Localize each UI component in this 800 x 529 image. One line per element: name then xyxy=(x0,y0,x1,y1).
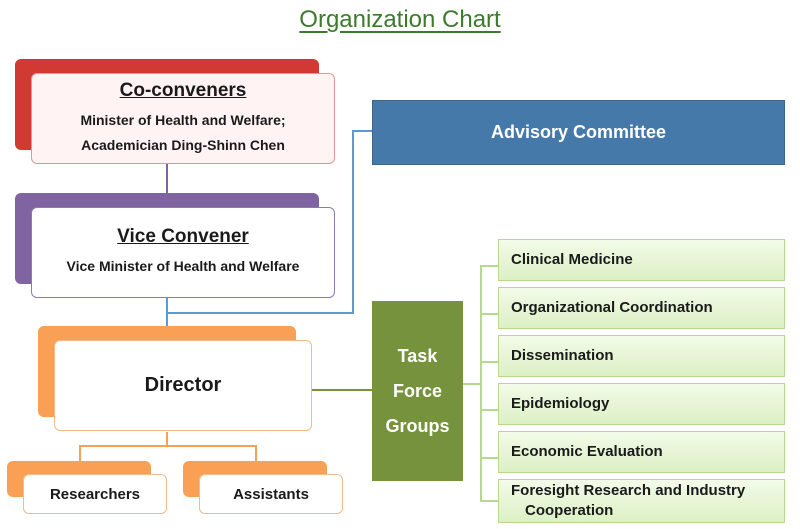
connector-groups-spine xyxy=(480,265,482,500)
co-conveners-box: Co-conveners Minister of Health and Welf… xyxy=(31,73,335,164)
connector-group-1 xyxy=(480,265,498,267)
vice-convener-line-1: Vice Minister of Health and Welfare xyxy=(66,258,300,274)
connector-group-4 xyxy=(480,409,498,411)
connector-group-5 xyxy=(480,457,498,459)
group-foresight-research: Foresight Research and Industry Cooperat… xyxy=(498,479,785,523)
advisory-committee-label: Advisory Committee xyxy=(490,122,667,142)
group-label: Organizational Coordination xyxy=(511,299,713,316)
connector-advisory-v xyxy=(352,130,354,314)
connector-director-down xyxy=(166,432,168,446)
connector-vice-director xyxy=(166,298,168,342)
connector-advisory-h-top xyxy=(352,130,372,132)
task-force-groups-box: Task Force Groups xyxy=(372,301,463,481)
assistants-box: Assistants xyxy=(199,474,343,514)
connector-coconveners-vice xyxy=(166,163,168,209)
connector-director-task xyxy=(312,389,372,391)
task-force-line-3: Groups xyxy=(385,415,450,436)
researchers-label: Researchers xyxy=(49,485,141,503)
connector-group-2 xyxy=(480,313,498,315)
task-force-line-1: Task xyxy=(397,345,438,366)
co-conveners-line-2: Academician Ding-Shinn Chen xyxy=(81,136,285,153)
group-organizational-coordination: Organizational Coordination xyxy=(498,287,785,329)
director-label: Director xyxy=(144,374,222,396)
vice-convener-box: Vice Convener Vice Minister of Health an… xyxy=(31,207,335,298)
connector-researchers xyxy=(79,445,81,461)
group-epidemiology: Epidemiology xyxy=(498,383,785,425)
co-conveners-line-1: Minister of Health and Welfare; xyxy=(80,111,286,128)
co-conveners-heading: Co-conveners xyxy=(119,79,247,101)
group-label: Foresight Research and Industry xyxy=(511,482,746,499)
vice-convener-heading: Vice Convener xyxy=(117,226,249,247)
connector-task-groups xyxy=(463,383,481,385)
group-dissemination: Dissemination xyxy=(498,335,785,377)
connector-advisory-h-bottom xyxy=(166,312,354,314)
researchers-box: Researchers xyxy=(23,474,167,514)
group-label: Clinical Medicine xyxy=(511,251,633,268)
director-box: Director xyxy=(54,340,312,431)
group-economic-evaluation: Economic Evaluation xyxy=(498,431,785,473)
page-title: Organization Chart xyxy=(299,6,501,33)
group-clinical-medicine: Clinical Medicine xyxy=(498,239,785,281)
connector-group-3 xyxy=(480,361,498,363)
advisory-committee-box: Advisory Committee xyxy=(372,100,785,165)
connector-assistants xyxy=(255,445,257,461)
connector-group-6 xyxy=(480,500,498,502)
group-label: Dissemination xyxy=(511,347,614,364)
connector-director-split xyxy=(79,445,257,447)
assistants-label: Assistants xyxy=(233,485,309,503)
task-force-line-2: Force xyxy=(392,380,443,401)
group-label: Economic Evaluation xyxy=(511,443,663,460)
group-label-line-2: Cooperation xyxy=(525,502,614,519)
group-label: Epidemiology xyxy=(511,395,610,412)
